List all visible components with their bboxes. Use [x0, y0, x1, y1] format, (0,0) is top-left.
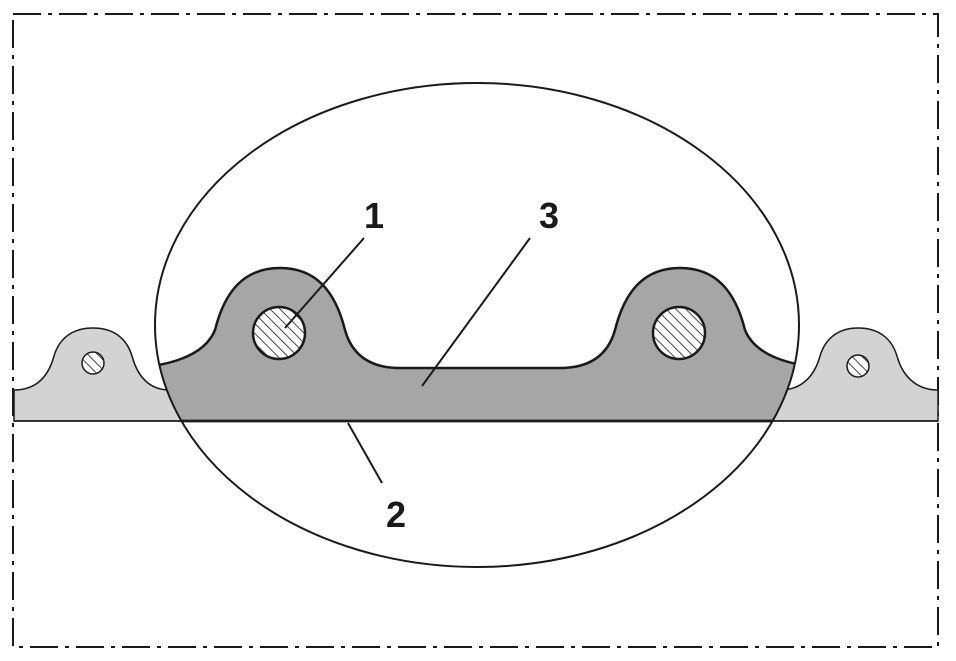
callout-label-1: 1: [364, 195, 384, 236]
leader-line-1: [284, 237, 365, 329]
callout-label-3: 3: [539, 195, 559, 236]
magnification-ellipse: [154, 82, 800, 568]
wire-right-small: [846, 354, 870, 378]
leader-line-2: [347, 422, 383, 484]
wire-left-small: [81, 351, 105, 375]
hose-wall-dark: [155, 266, 799, 423]
detail-frame: [12, 13, 939, 648]
magnification-ellipse-fill: [155, 83, 799, 567]
wire-right-large: [651, 305, 707, 361]
leader-line-3: [421, 237, 531, 387]
callout-label-2: 2: [386, 494, 406, 535]
